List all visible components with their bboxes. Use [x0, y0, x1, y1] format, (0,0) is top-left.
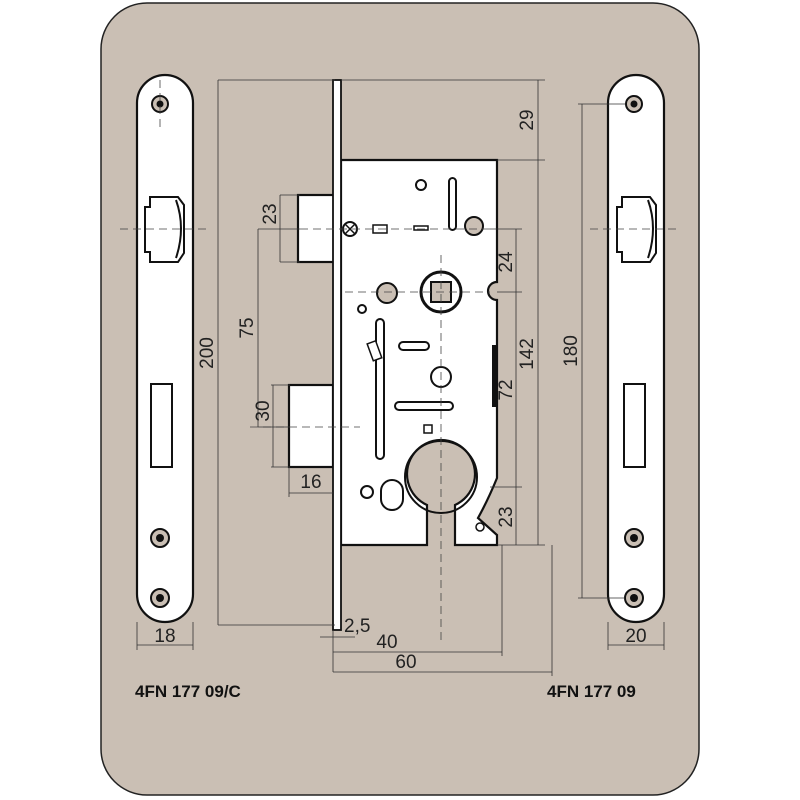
- dim-top-offset: 29: [517, 109, 538, 130]
- dim-body-height: 142: [517, 338, 538, 370]
- right-product-code: 4FN 177 09: [547, 682, 636, 701]
- faceplate: [332, 79, 342, 631]
- dimension-lines: [136, 79, 665, 676]
- dim-body-depth: 60: [395, 652, 416, 673]
- dead-bolt: [287, 383, 335, 469]
- dim-backset: 40: [376, 632, 397, 653]
- dim-total-height: 200: [197, 337, 218, 369]
- dim-bolt-height: 30: [253, 400, 274, 421]
- dim-latch-to-spindle: 24: [496, 251, 517, 273]
- dim-spindle-to-cylinder: 72: [496, 379, 517, 400]
- dim-faceplate-thickness: 2,5: [344, 616, 370, 637]
- dim-cylinder-to-bottom: 23: [496, 506, 517, 527]
- dim-latch-height: 23: [260, 203, 281, 224]
- left-strike-plate: [120, 73, 210, 624]
- right-strike-plate: [590, 73, 680, 624]
- dim-right-screw-spacing: 180: [561, 335, 582, 367]
- dim-right-plate-width: 20: [625, 626, 646, 647]
- dim-left-plate-width: 18: [154, 626, 175, 647]
- left-product-code: 4FN 177 09/C: [135, 682, 241, 701]
- dim-latch-to-bolt: 75: [237, 317, 258, 338]
- lock-body: [250, 79, 499, 640]
- dim-bolt-projection: 16: [300, 472, 321, 493]
